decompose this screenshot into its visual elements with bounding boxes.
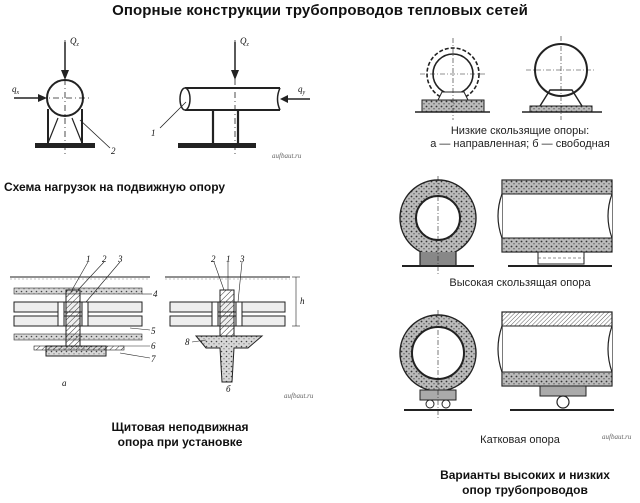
watermark-bottom-left: aufbaut.ru	[284, 392, 314, 400]
roller-support-label: Катковая опора	[480, 434, 560, 446]
label-qy: qy	[298, 84, 306, 96]
variants-caption-line1: Варианты высоких и низких	[440, 468, 610, 482]
label-b2: 2	[211, 254, 216, 264]
label-a5: 5	[151, 326, 156, 336]
label-b3: 3	[239, 254, 245, 264]
shield-a	[65, 289, 81, 349]
footing-b	[194, 335, 264, 383]
label-qz-right: Qz	[240, 36, 250, 48]
label-b1: 1	[226, 254, 231, 264]
label-a1: 1	[86, 254, 91, 264]
roller-icon	[556, 395, 570, 409]
load-scheme-caption: Схема нагрузок на подвижную опору	[4, 180, 226, 194]
low-sliding-line1: Низкие скользящие опоры:	[450, 125, 590, 137]
support-variants-caption: Варианты высоких и низких опор трубопров…	[410, 468, 640, 498]
shield-support-caption: Щитовая неподвижная опора при установке	[80, 420, 280, 450]
base-plate-right	[178, 143, 256, 148]
watermark-right: aufbaut.ru	[602, 433, 632, 441]
low-sliding-line2: а — направленная; б — свободная	[430, 138, 610, 150]
support-variants-diagram	[399, 36, 614, 418]
variants-caption-line2: опор трубопроводов	[462, 483, 588, 497]
label-letter-b: б	[226, 384, 231, 394]
page-title: Опорные конструкции трубопроводов теплов…	[112, 2, 528, 19]
label-a2: 2	[102, 254, 107, 264]
high-sliding-label: Высокая скользящая опора	[449, 277, 591, 289]
shield-caption-line2: опора при установке	[117, 435, 243, 449]
label-h: h	[300, 296, 305, 306]
shield-b	[219, 289, 235, 337]
low-sliding-label: Низкие скользящие опоры: а — направленна…	[400, 125, 640, 151]
load-scheme-diagram: Qz qx 2 Qz qy 1	[12, 36, 310, 156]
label-a4: 4	[153, 289, 158, 299]
label-a3: 3	[117, 254, 123, 264]
label-1: 1	[151, 128, 156, 138]
label-a7: 7	[151, 354, 156, 364]
label-b8: 8	[185, 337, 190, 347]
label-letter-a: а	[62, 378, 67, 388]
label-2: 2	[111, 146, 116, 156]
label-a6: 6	[151, 341, 156, 351]
label-qx: qx	[12, 84, 20, 96]
watermark-top-left: aufbaut.ru	[272, 152, 302, 160]
label-qz-left: Qz	[70, 36, 80, 48]
pipe-long-right	[185, 88, 280, 110]
shield-caption-line1: Щитовая неподвижная	[111, 420, 249, 434]
shield-support-diagram: 1 2 3 4 5 6 7 а h 2 1 3 8 б	[10, 254, 305, 394]
